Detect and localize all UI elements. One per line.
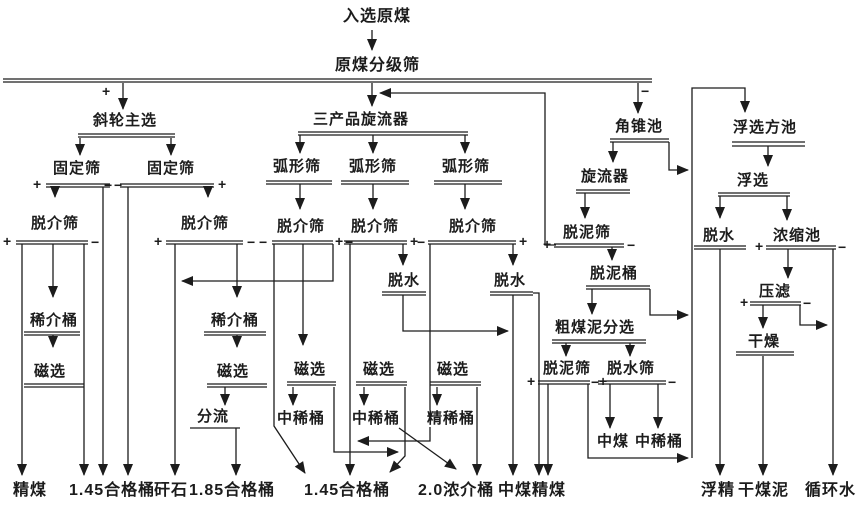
sign-mds2-plus: + [154,233,163,249]
node-fixed-screen-2: 固定筛 [146,160,197,177]
product-qualified-barrel-145-left: 1.45合格桶 [68,482,157,499]
node-media-drain-screen-3: 脱介筛 [276,218,327,235]
node-media-drain-screen-5: 脱介筛 [448,218,499,235]
node-coarse-slime-separation: 粗煤泥分选 [554,319,637,336]
product-middling-coal-bottom: 中煤 [497,482,534,499]
sign-mds1-plus: + [3,233,12,249]
sign-thickener-plus: + [755,238,764,254]
sign-fixed2-minus: − [114,177,123,193]
node-inclined-wheel: 斜轮主选 [92,112,159,129]
sign-fixed2-plus: + [218,176,227,192]
node-classifying-screen: 原煤分级筛 [334,57,422,74]
node-middling-coal-upper: 中煤 [596,433,631,450]
node-dewatering-mid-2: 脱水 [493,272,528,289]
node-middling-dilute-barrel-2: 中稀桶 [351,410,402,427]
node-magnetic-separation-2: 磁选 [216,363,251,380]
node-magnetic-separation-5: 磁选 [436,361,471,378]
node-dewatering-right: 脱水 [702,227,737,244]
product-flotation-concentrate: 浮精 [700,482,737,499]
node-media-drain-screen-1: 脱介筛 [30,215,81,232]
sign-desliming1-plus: + [543,236,552,252]
product-concentrated-barrel-20: 2.0浓介桶 [417,482,496,499]
sign-fixed1-minus: − [104,177,113,193]
product-qualified-barrel-185: 1.85合格桶 [188,482,277,499]
node-fixed-screen-1: 固定筛 [52,160,103,177]
node-cone-pool: 角锥池 [614,118,665,135]
node-desliming-screen-1: 脱泥筛 [562,224,613,241]
sign-dwscreen-minus: − [668,374,677,390]
node-drying: 干燥 [747,333,782,350]
node-magnetic-separation-3: 磁选 [293,361,328,378]
node-arc-screen-3: 弧形筛 [441,158,492,175]
node-desliming-barrel: 脱泥桶 [589,265,640,282]
sign-thickener-minus: − [838,239,847,255]
sign-dwscreen-plus: + [599,373,608,389]
node-dilute-media-barrel-1: 稀介桶 [29,312,80,329]
product-gangue: 矸石 [153,482,190,499]
node-media-drain-screen-4: 脱介筛 [350,218,401,235]
node-middling-dilute-barrel-1: 中稀桶 [276,410,327,427]
node-media-drain-screen-2: 脱介筛 [180,215,231,232]
node-dewatering-mid-1: 脱水 [387,272,422,289]
sign-mds2-minus: − [247,234,256,250]
sign-classifying-minus: − [641,83,650,99]
node-thickening-pool: 浓缩池 [772,227,823,244]
sign-press-minus: − [803,295,812,311]
product-qualified-barrel-145-mid: 1.45合格桶 [303,482,392,499]
sign-mds3-plus: + [335,233,344,249]
node-flotation: 浮选 [736,172,771,189]
node-desliming-screen-2: 脱泥筛 [542,360,593,377]
sign-fixed1-plus: + [33,176,42,192]
node-arc-screen-1: 弧形筛 [272,158,323,175]
sign-mds4-plus: + [410,233,419,249]
sign-mds4-minus: − [345,234,354,250]
node-raw-coal-feed: 入选原煤 [342,8,413,25]
node-press-filtration: 压滤 [758,283,793,300]
node-flotation-square-pool: 浮选方池 [732,119,799,136]
node-clean-dilute-barrel: 精稀桶 [426,410,477,427]
flow-line-group [3,30,838,476]
sign-classifying-plus: + [102,83,111,99]
product-circulating-water: 循环水 [804,482,858,499]
node-split-flow: 分流 [196,408,231,425]
node-magnetic-separation-4: 磁选 [362,361,397,378]
product-dry-slime: 干煤泥 [737,482,791,499]
sign-mds5-minus: − [417,234,426,250]
product-clean-coal-left: 精煤 [12,482,49,499]
node-middling-dilute-barrel-3: 中稀桶 [634,433,685,450]
sign-mds5-plus: + [519,233,528,249]
sign-mds1-minus: − [91,234,100,250]
sign-mds3-minus: − [259,234,268,250]
node-three-product-cyclone: 三产品旋流器 [312,111,411,128]
node-dewatering-screen: 脱水筛 [606,360,657,377]
product-clean-coal-mid: 精煤 [531,482,568,499]
node-cyclone: 旋流器 [580,168,631,185]
sign-desliming2-plus: + [527,373,536,389]
sign-press-plus: + [740,294,749,310]
sign-desliming1-minus: − [627,237,636,253]
node-dilute-media-barrel-2: 稀介桶 [210,312,261,329]
node-magnetic-separation-1: 磁选 [33,363,68,380]
node-arc-screen-2: 弧形筛 [348,158,399,175]
sign-desliming2-minus: − [591,374,600,390]
